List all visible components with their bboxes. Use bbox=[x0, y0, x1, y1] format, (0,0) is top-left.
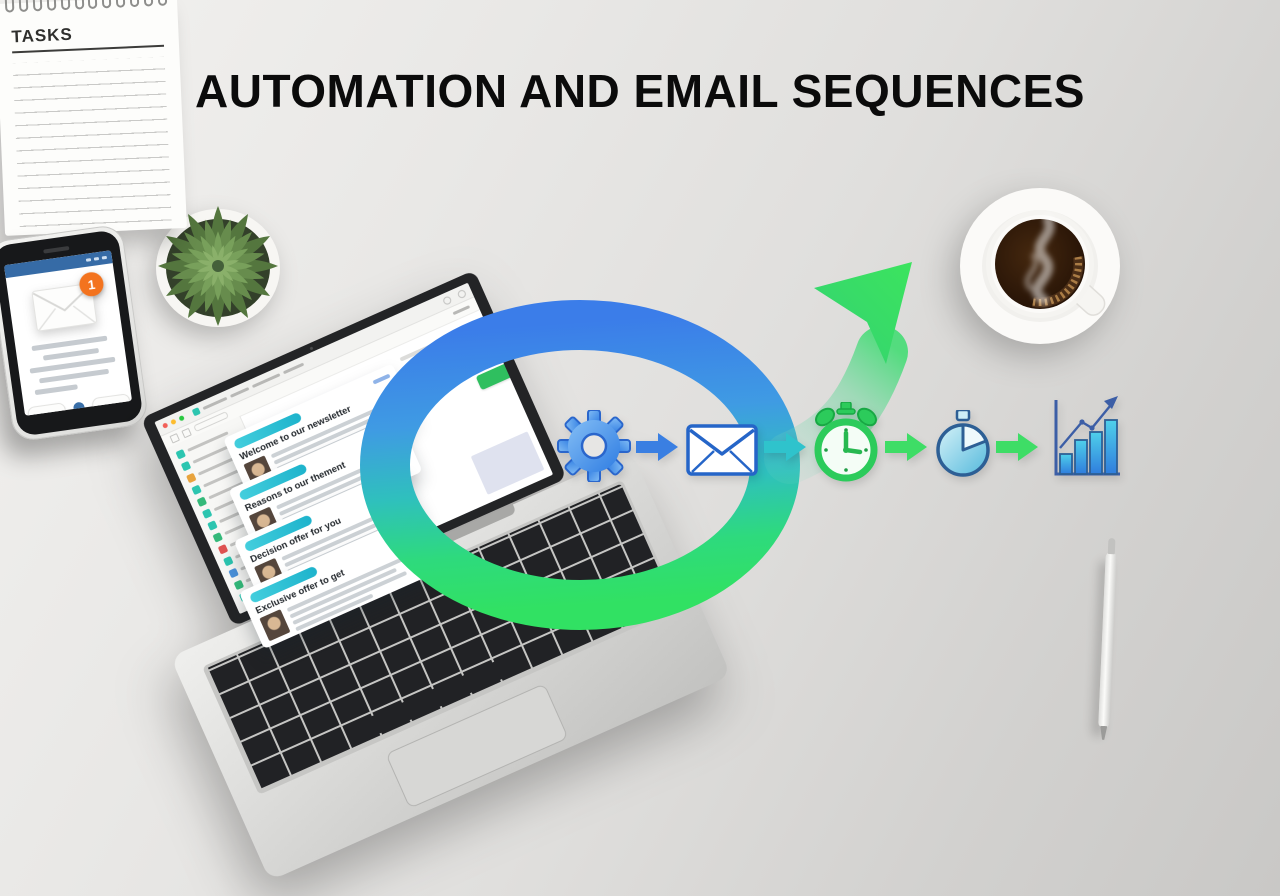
folder-icon bbox=[228, 567, 239, 578]
phone-bezel: 1 bbox=[0, 229, 144, 437]
menu-item-bar[interactable] bbox=[229, 386, 250, 399]
page-title: AUTOMATION AND EMAIL SEQUENCES bbox=[195, 65, 1085, 117]
phone-screen: 1 bbox=[3, 250, 133, 416]
minimize-window-icon[interactable] bbox=[170, 418, 177, 426]
folder-icon bbox=[180, 460, 192, 471]
gear-icon bbox=[557, 410, 631, 482]
menu-item-bar[interactable] bbox=[282, 362, 305, 375]
back-icon[interactable] bbox=[169, 432, 180, 444]
cta-button[interactable] bbox=[475, 355, 530, 391]
account-icon[interactable] bbox=[441, 294, 453, 306]
potted-plant bbox=[138, 190, 298, 347]
view-link[interactable] bbox=[377, 424, 396, 436]
settings-icon[interactable] bbox=[456, 288, 467, 299]
flow-arrow-right-icon bbox=[885, 433, 927, 461]
tasks-notepad: TASKS bbox=[0, 0, 187, 236]
folder-icon bbox=[233, 579, 244, 590]
message-preview-lines bbox=[16, 333, 130, 397]
folder-icon bbox=[191, 484, 202, 495]
folder-icon bbox=[222, 555, 234, 566]
arrowhead-up-right-icon bbox=[814, 262, 912, 364]
coffee-cup bbox=[956, 184, 1124, 353]
spiral-binding bbox=[4, 0, 168, 13]
content-placeholder bbox=[470, 431, 545, 495]
folder-icon bbox=[206, 519, 218, 531]
flow-arrow-right-icon bbox=[996, 433, 1038, 461]
envelope-icon bbox=[31, 283, 97, 332]
smartphone: 1 bbox=[0, 223, 150, 443]
pen bbox=[1098, 551, 1117, 729]
view-link[interactable] bbox=[383, 476, 401, 487]
flow-arrow-right-icon bbox=[764, 433, 806, 461]
close-window-icon[interactable] bbox=[161, 422, 169, 429]
app-logo-icon bbox=[191, 407, 201, 417]
notepad-title: TASKS bbox=[11, 24, 74, 47]
timer-icon bbox=[936, 410, 990, 477]
succulent-plant-icon bbox=[156, 190, 280, 327]
view-link[interactable] bbox=[372, 373, 391, 385]
folder-icon bbox=[201, 507, 213, 519]
growth-chart-icon bbox=[1054, 396, 1120, 476]
email-notification[interactable]: 1 bbox=[31, 270, 105, 332]
folder-icon bbox=[175, 448, 186, 460]
forward-icon[interactable] bbox=[181, 427, 192, 438]
steam-swirl bbox=[1024, 215, 1055, 305]
folder-icon bbox=[217, 543, 229, 555]
folder-icon bbox=[212, 531, 223, 543]
ruled-lines bbox=[12, 56, 172, 230]
coffee-cup-icon bbox=[960, 188, 1120, 344]
folder-icon bbox=[196, 496, 207, 507]
alarm-clock-icon bbox=[814, 402, 878, 482]
flow-arrow-right-icon bbox=[636, 433, 678, 461]
earpiece bbox=[43, 246, 70, 254]
view-link[interactable] bbox=[388, 527, 407, 538]
folder-icon bbox=[185, 472, 197, 483]
zoom-window-icon[interactable] bbox=[178, 414, 185, 422]
envelope-icon bbox=[686, 424, 758, 476]
webcam-dot bbox=[309, 346, 314, 351]
